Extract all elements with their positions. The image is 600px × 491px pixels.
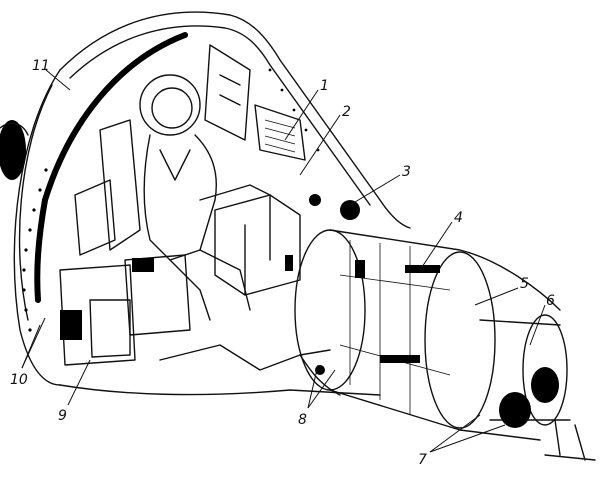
equipment-boxes: [59, 179, 301, 366]
callout-1: 1: [320, 78, 329, 94]
callout-leaders: [21, 69, 546, 453]
heat-shield: [0, 69, 61, 386]
callout-3: 3: [402, 164, 411, 180]
engine-nozzles: [499, 367, 596, 461]
callout-10: 10: [10, 372, 28, 388]
callout-2: 2: [342, 104, 351, 120]
callout-6: 6: [546, 293, 555, 309]
callout-5: 5: [520, 276, 529, 292]
adapter-cylinder: [294, 229, 571, 441]
astronaut-figure: [99, 74, 271, 321]
callout-9: 9: [58, 408, 67, 424]
capsule-shell: [22, 11, 411, 396]
instrument-panel: [204, 44, 306, 161]
callout-11: 11: [32, 58, 50, 74]
callout-4: 4: [454, 210, 463, 226]
callout-labels: 1 2 3 4 5 6 7 8 9 10 11: [10, 58, 555, 468]
cabling: [159, 194, 360, 396]
callout-7: 7: [418, 452, 427, 468]
callout-8: 8: [298, 412, 307, 428]
